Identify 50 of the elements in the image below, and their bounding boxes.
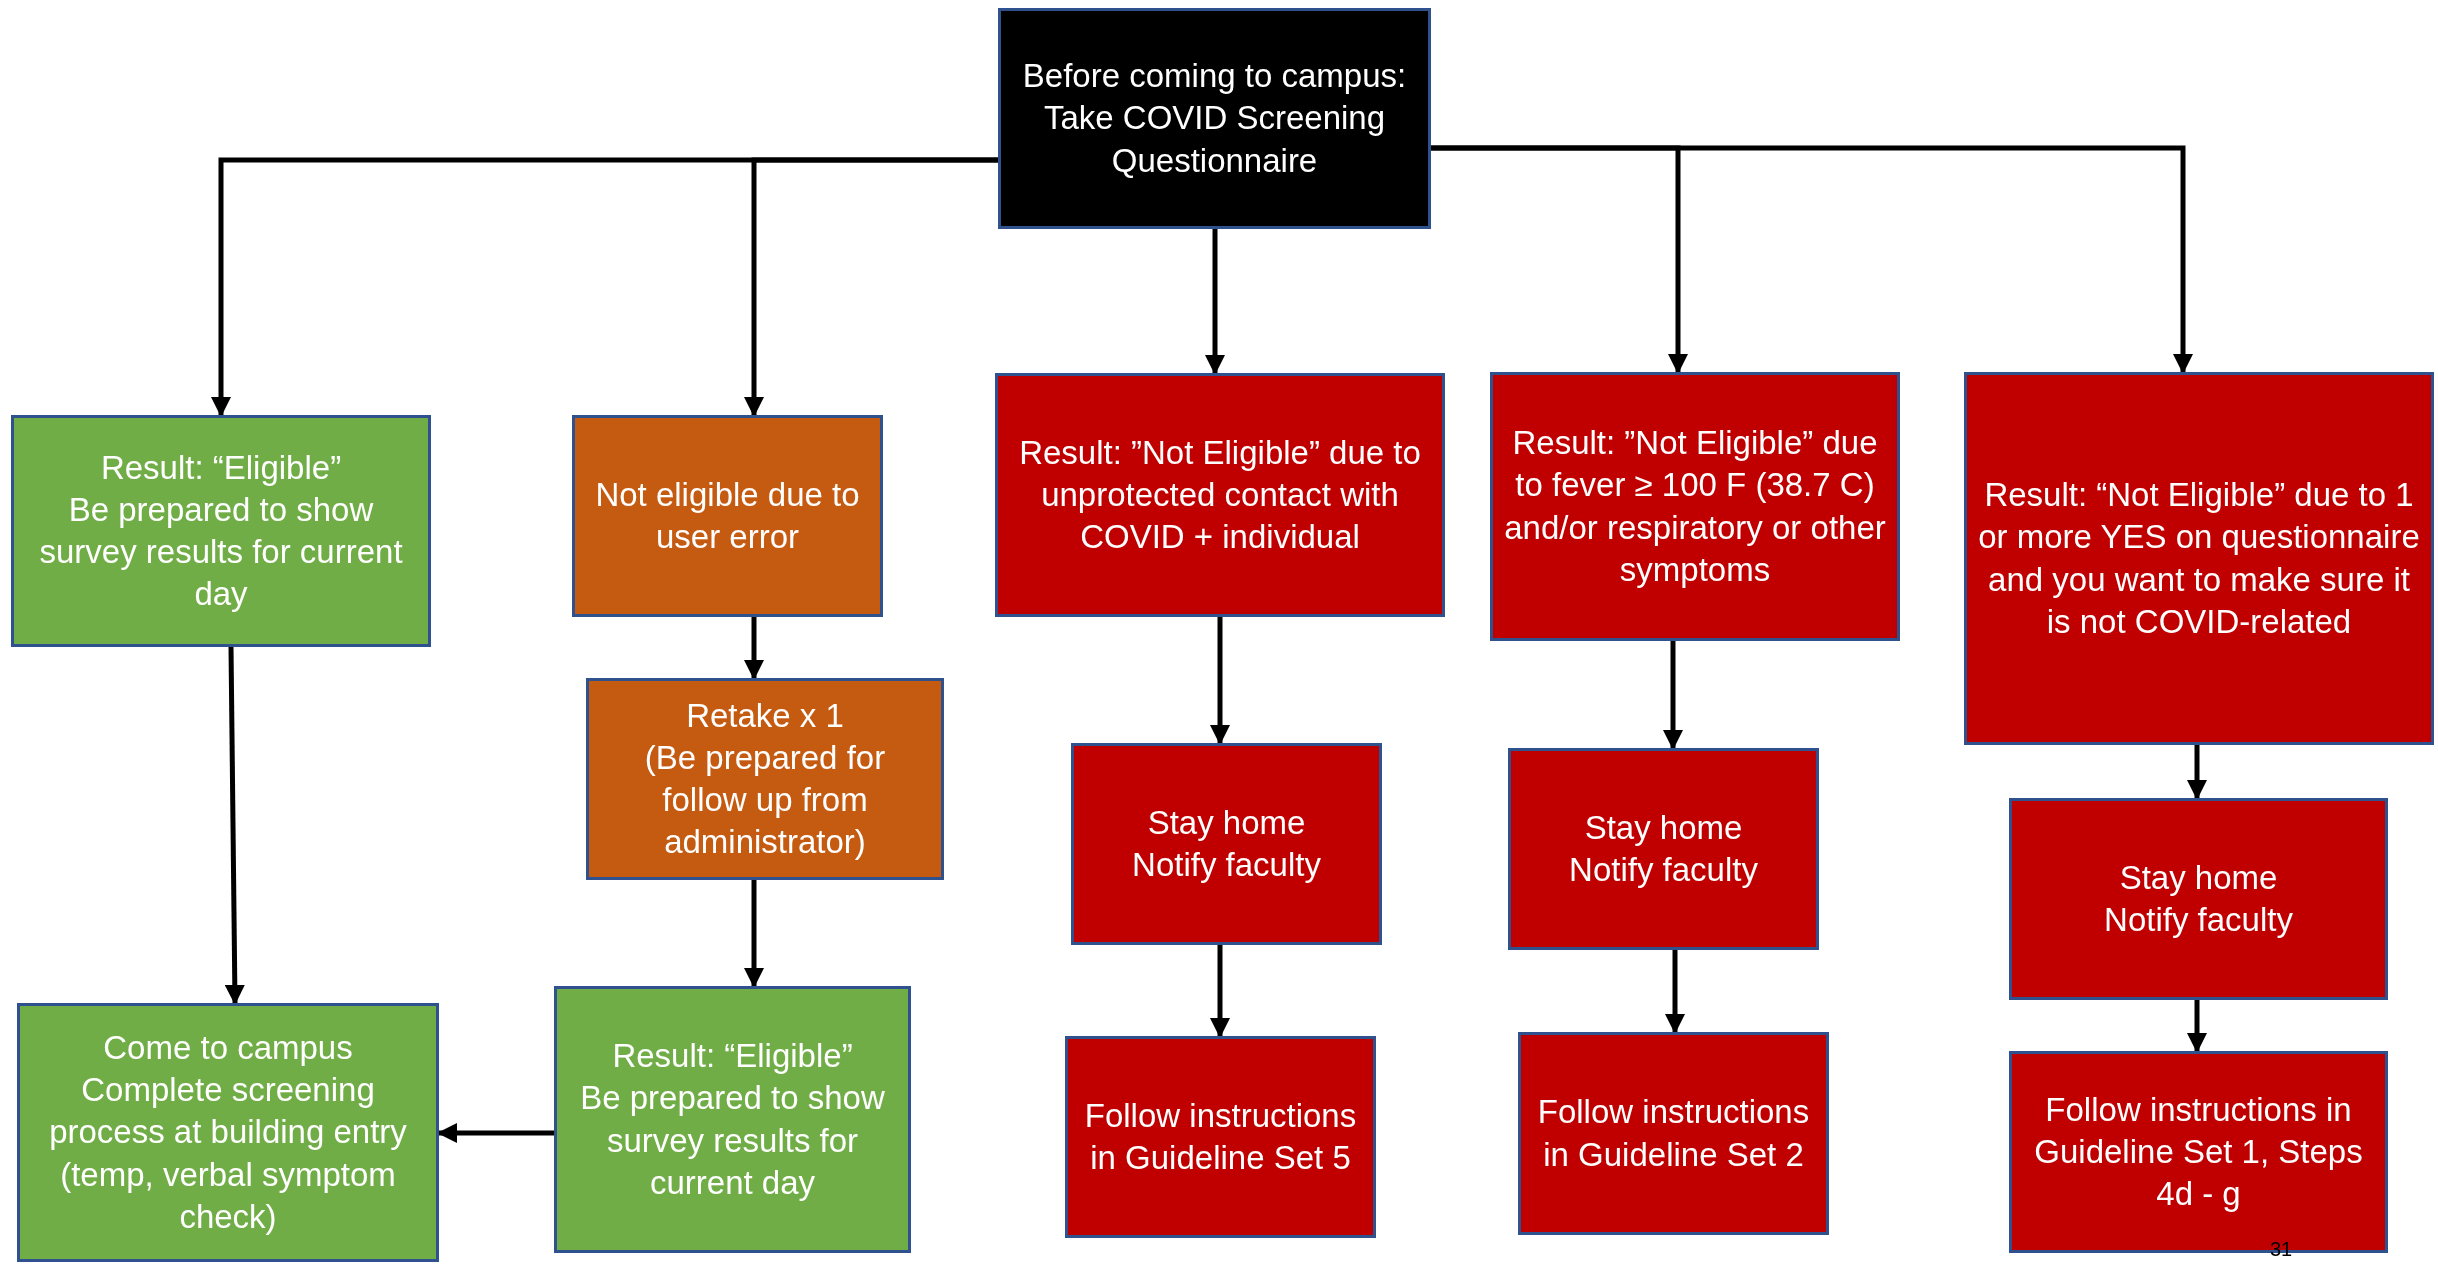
process-box (554, 986, 911, 1253)
box-text: Follow instructions in Guideline Set 1, Steps 4d - g (2033, 1089, 2364, 1215)
arrow (1665, 950, 1685, 1034)
arrow (1431, 145, 2193, 374)
page-number: 31 (2270, 1238, 2293, 1261)
process-box (998, 8, 1431, 229)
arrow (224, 646, 245, 1005)
box-text: (Be prepared for follow up from administrator) (643, 737, 887, 863)
process-box (586, 678, 944, 880)
arrow (1663, 641, 1683, 750)
arrow (1210, 617, 1230, 745)
box-text: Complete screening process at building entry (temp, verbal symptom check) (48, 1070, 408, 1237)
box-text: Be prepared to show survey results for current day (38, 489, 404, 615)
box-text: Notify faculty (1132, 845, 1321, 885)
arrow (744, 617, 764, 680)
arrow (2187, 745, 2207, 800)
process-box (1065, 1036, 1376, 1238)
box-text: Result: ”Not Eligible” due to fever ≥ 100 F (38.7 C) and/or respiratory or other symptoms (1503, 423, 1887, 590)
box-text: Be prepared to show survey results for current day (579, 1078, 886, 1203)
arrow (1210, 945, 1230, 1038)
box-text: Retake x 1 (686, 695, 844, 736)
process-box (2009, 798, 2388, 1000)
process-box (1490, 372, 1900, 641)
box-text: Notify faculty (2104, 900, 2293, 940)
box-text: Stay home (1147, 802, 1306, 843)
arrow (2187, 1000, 2207, 1053)
process-box (1508, 748, 1819, 950)
box-text: Come to campus (103, 1027, 353, 1068)
box-text: Not eligible due to user error (594, 474, 861, 557)
arrow (1205, 229, 1225, 375)
arrow (744, 880, 764, 988)
box-text: Follow instructions in Guideline Set 5 (1083, 1095, 1358, 1178)
arrow (437, 1123, 554, 1143)
process-box (1071, 743, 1382, 945)
box-text: and you want to make sure it is not COVID-related (1987, 559, 2411, 642)
process-box (1964, 372, 2434, 745)
box-text: Before coming to campus: Take COVID Screening Questionnaire (1021, 56, 1408, 181)
box-text: Result: ”Not Eligible” due to unprotected contact with COVID + individual (1018, 432, 1422, 558)
arrow (744, 157, 998, 417)
process-box (995, 373, 1445, 617)
box-text: Stay home (1584, 807, 1743, 848)
process-box (11, 415, 431, 647)
box-text: Result: “Eligible” (100, 447, 342, 488)
process-box (17, 1003, 439, 1262)
box-text: Follow instructions in Guideline Set 2 (1536, 1092, 1811, 1175)
box-text: Notify faculty (1569, 850, 1758, 890)
box-text: Result: “Eligible” (612, 1036, 853, 1077)
box-text: Stay home (2119, 857, 2278, 898)
process-box (572, 415, 883, 617)
process-box (1518, 1032, 1829, 1235)
